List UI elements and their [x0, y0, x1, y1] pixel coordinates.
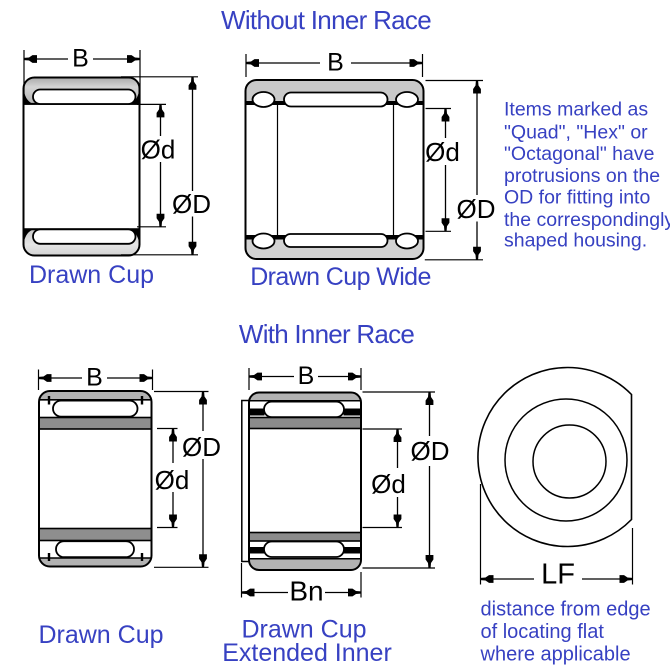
svg-text:Drawn Cup Wide: Drawn Cup Wide: [250, 263, 431, 291]
svg-text:"Quad", "Hex" or: "Quad", "Hex" or: [504, 121, 648, 143]
svg-text:"Octagonal" have: "Octagonal" have: [504, 143, 654, 165]
svg-text:Ød: Ød: [371, 469, 406, 499]
svg-text:Without Inner Race: Without Inner Race: [221, 5, 431, 35]
svg-text:B: B: [72, 45, 89, 73]
svg-text:ØD: ØD: [457, 194, 496, 224]
svg-text:B: B: [298, 362, 315, 390]
svg-text:Extended Inner: Extended Inner: [222, 639, 392, 667]
svg-text:ØD: ØD: [411, 436, 450, 466]
svg-text:Ød: Ød: [425, 137, 460, 167]
svg-text:the correspondingly: the correspondingly: [504, 209, 670, 231]
svg-text:Drawn Cup: Drawn Cup: [241, 616, 366, 644]
svg-text:where applicable: where applicable: [480, 644, 631, 666]
svg-text:B: B: [327, 49, 344, 77]
svg-text:shaped housing.: shaped housing.: [504, 230, 647, 252]
svg-text:of locating flat: of locating flat: [481, 621, 605, 643]
svg-text:Ød: Ød: [141, 135, 176, 165]
svg-text:B: B: [86, 364, 103, 392]
svg-text:Drawn Cup: Drawn Cup: [38, 621, 163, 649]
svg-text:ØD: ØD: [182, 432, 221, 462]
svg-text:LF: LF: [541, 559, 575, 591]
svg-text:Bn: Bn: [289, 576, 323, 607]
svg-text:OD for fitting into: OD for fitting into: [504, 187, 650, 209]
svg-text:Items marked as: Items marked as: [504, 98, 648, 120]
svg-text:Ød: Ød: [155, 465, 190, 495]
svg-text:protrusions on the: protrusions on the: [504, 165, 660, 187]
svg-text:With Inner Race: With Inner Race: [239, 319, 414, 349]
svg-text:ØD: ØD: [172, 189, 211, 219]
svg-text:Drawn Cup: Drawn Cup: [29, 261, 154, 289]
svg-text:distance from edge: distance from edge: [481, 599, 651, 621]
